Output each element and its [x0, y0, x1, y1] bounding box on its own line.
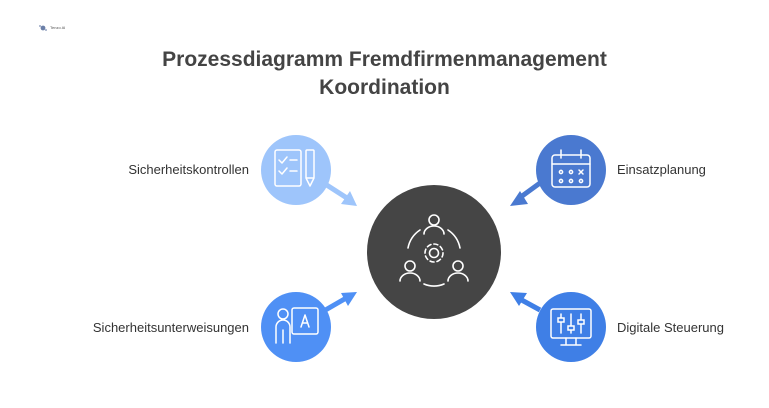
label-sicherheitskontrollen: Sicherheitskontrollen: [128, 162, 249, 177]
logo-text: Tenzo AI: [50, 25, 66, 30]
node-sicherheitsunterweisungen: [261, 292, 331, 362]
calendar-icon: [551, 149, 591, 188]
arrow-top-right: [510, 180, 542, 206]
label-einsatzplanung: Einsatzplanung: [617, 162, 706, 177]
node-sicherheitskontrollen: [261, 135, 331, 205]
logo-icon: [39, 25, 47, 31]
title-line-2: Koordination: [319, 76, 450, 99]
center-node: [367, 185, 501, 319]
page-title: Prozessdiagramm Fremdfirmenmanagement Ko…: [0, 46, 769, 102]
node-einsatzplanung: [536, 135, 606, 205]
team-gear-icon: [399, 214, 469, 287]
arrow-bottom-right: [510, 292, 542, 313]
arrow-bottom-left: [320, 292, 357, 315]
checklist-pen-icon: [274, 149, 315, 187]
title-line-1: Prozessdiagramm Fremdfirmenmanagement: [162, 48, 607, 71]
monitor-sliders-icon: [550, 308, 592, 346]
presenter-board-icon: [275, 307, 319, 344]
label-sicherheitsunterweisungen: Sicherheitsunterweisungen: [92, 320, 249, 335]
node-digitale-steuerung: [536, 292, 606, 362]
brand-logo: Tenzo AI: [38, 24, 65, 32]
label-digitale-steuerung: Digitale Steuerung: [617, 320, 724, 335]
